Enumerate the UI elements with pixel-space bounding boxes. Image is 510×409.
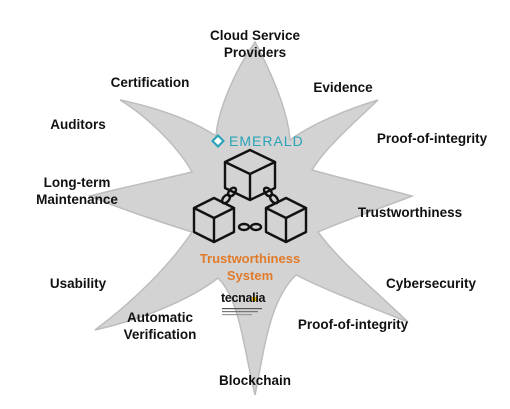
- blockchain-network-icon: [192, 148, 308, 244]
- label-trustworthiness: Trustworthiness: [357, 205, 463, 220]
- label-blockchain: Blockchain: [218, 373, 292, 388]
- label-auditors: Auditors: [50, 117, 106, 132]
- label-cybersecurity: Cybersecurity: [385, 276, 477, 291]
- tecnalia-logo-graphic: [222, 297, 262, 316]
- label-certification: Certification: [110, 75, 190, 90]
- label-evidence: Evidence: [313, 80, 373, 95]
- label-long-term-maintenance: Long-term Maintenance: [36, 175, 118, 207]
- label-proof-of-integrity-top: Proof-of-integrity: [376, 131, 488, 146]
- label-usability: Usability: [49, 276, 107, 291]
- emerald-logo-text: EMERALD: [229, 133, 304, 149]
- label-cloud-service-providers: Cloud Service Providers: [209, 28, 301, 60]
- label-proof-of-integrity-bottom: Proof-of-integrity: [297, 317, 409, 332]
- tecnalia-logo-text: tecnalia: [221, 291, 266, 305]
- petal-background: [87, 40, 415, 396]
- center-title: Trustworthiness System: [199, 251, 301, 283]
- label-automatic-verification: Automatic Verification: [123, 310, 197, 342]
- emerald-diamond-icon: [211, 134, 225, 148]
